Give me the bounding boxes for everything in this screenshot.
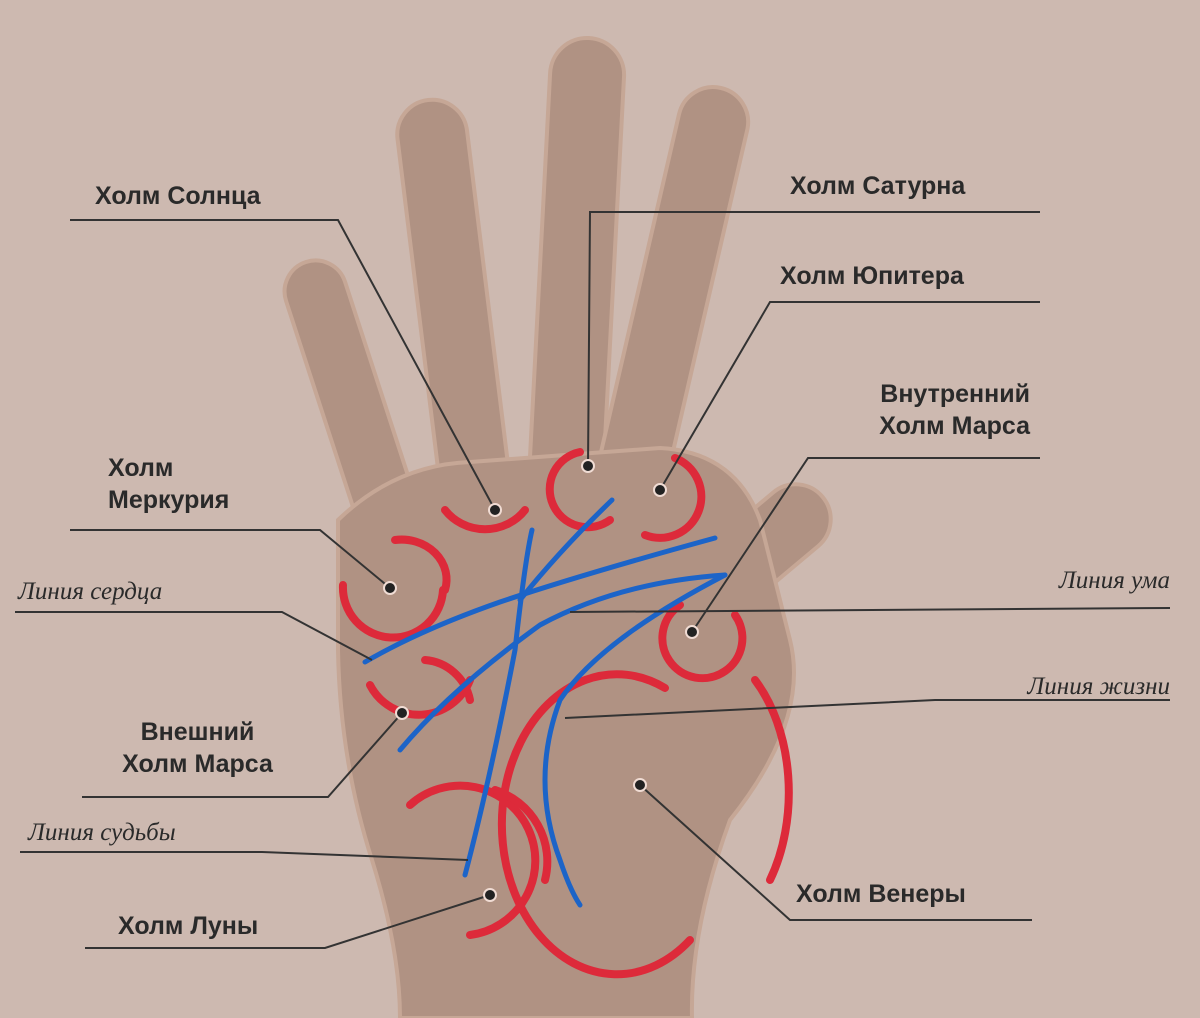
label-mount-venus: Холм Венеры [796, 880, 966, 908]
mount-jupiter-ring [641, 454, 706, 542]
leader-lines [15, 211, 1171, 949]
leader-mount-saturn [587, 211, 1040, 467]
hand-silhouette [282, 35, 833, 1018]
leader-mount-sun [70, 219, 496, 511]
leader-heart-line [15, 611, 373, 661]
leader-mount-mercury [70, 529, 391, 589]
dot-mount-saturn [581, 459, 595, 473]
label-fate-line: Линия судьбы [28, 819, 176, 846]
label-inner-mars: Внутренний Холм Марса [879, 380, 1030, 440]
mount-saturn-ring [545, 448, 614, 532]
outer-mars-upper-ring [421, 656, 474, 704]
label-heart-line: Линия сердца [18, 578, 163, 605]
palm-shape [336, 445, 796, 1018]
label-mount-saturn: Холм Сатурна [790, 172, 966, 200]
mount-mercury-ring [338, 581, 447, 642]
inner-mars-ring [658, 601, 747, 683]
mount-sun-ring [441, 506, 529, 534]
leader-life-line [564, 699, 1170, 719]
leader-mount-moon [85, 894, 491, 949]
label-mount-mercury: Холм Меркурия [108, 454, 230, 514]
dot-mount-moon [483, 888, 497, 902]
dot-inner-mars [685, 625, 699, 639]
ring-finger [395, 97, 512, 520]
leader-mount-venus [639, 784, 1032, 921]
label-life-line: Линия жизни [1027, 673, 1170, 700]
leader-outer-mars [82, 712, 403, 798]
head-line [397, 572, 728, 753]
dot-mount-venus [633, 778, 647, 792]
leader-fate-line [20, 851, 469, 861]
dot-mount-mercury [383, 581, 397, 595]
mount-moon-ring [406, 781, 540, 939]
label-mount-moon: Холм Луны [118, 912, 259, 940]
leader-head-line [569, 607, 1171, 613]
outer-mars-ring [366, 676, 474, 719]
dot-mount-jupiter [653, 483, 667, 497]
heart-line [362, 535, 718, 665]
leader-inner-mars [691, 457, 1040, 633]
palm-lines [362, 497, 728, 908]
label-mount-sun: Холм Солнца [95, 182, 261, 210]
mount-moon-lower-ring [491, 786, 552, 884]
dot-mount-sun [488, 503, 502, 517]
leader-mount-jupiter [659, 301, 1040, 491]
label-outer-mars: Внешний Холм Марса [122, 718, 273, 778]
anchor-dots [383, 459, 699, 902]
fate-line [462, 527, 535, 878]
mount-venus-outer-ring [751, 676, 793, 884]
life-line [542, 572, 728, 908]
dot-outer-mars [395, 706, 409, 720]
label-mount-jupiter: Холм Юпитера [780, 262, 964, 290]
mount-mercury-upper-ring [391, 535, 451, 594]
label-head-line: Линия ума [1058, 567, 1170, 594]
mount-rings [338, 448, 793, 979]
fate-branch-line [517, 497, 615, 603]
mount-venus-ring [497, 670, 694, 979]
